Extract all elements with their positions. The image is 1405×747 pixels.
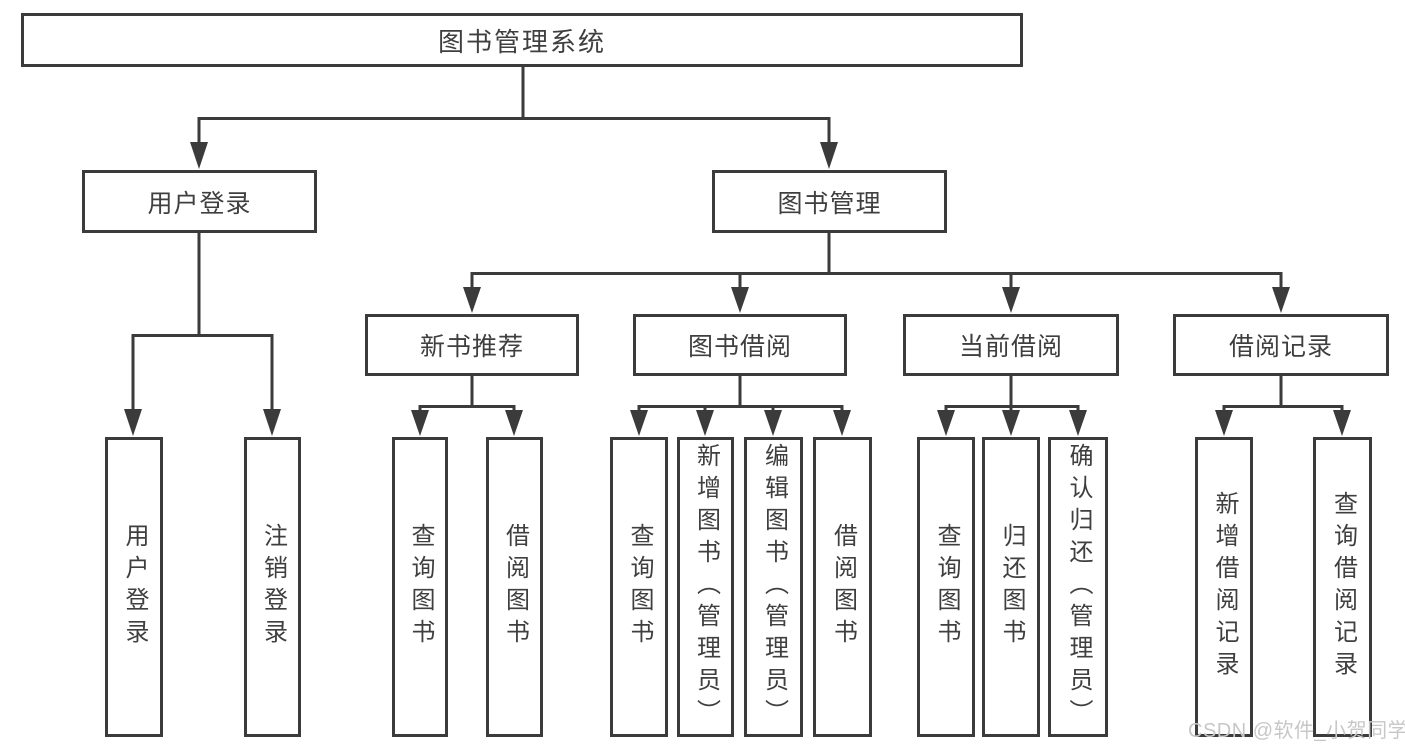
- node-book-management: 图书管理: [712, 170, 947, 233]
- leaf-borrow-books-borrowing: 借阅图书: [813, 437, 872, 737]
- leaf-add-borrow-record: 新增借阅记录: [1195, 437, 1253, 737]
- leaf-query-books-recommend: 查询图书: [392, 437, 448, 737]
- leaf-edit-book-admin: 编辑图书（管理员）: [744, 437, 803, 737]
- connector-new-book-recommend-children: [411, 375, 523, 436]
- leaf-logout: 注销登录: [244, 437, 301, 737]
- connector-root-to-level2: [190, 66, 838, 169]
- leaf-add-book-admin: 新增图书（管理员）: [677, 437, 734, 737]
- node-root: 图书管理系统: [21, 13, 1023, 67]
- leaf-borrow-books-recommend: 借阅图书: [486, 437, 543, 737]
- leaf-query-books-borrowing: 查询图书: [610, 437, 668, 737]
- leaf-query-borrow-record: 查询借阅记录: [1313, 437, 1372, 737]
- connector-borrowing-records-children: [1215, 375, 1351, 436]
- node-borrowing-records: 借阅记录: [1173, 314, 1389, 376]
- leaf-query-books-current: 查询图书: [917, 437, 975, 737]
- node-user-login: 用户登录: [82, 170, 317, 233]
- node-book-borrowing: 图书借阅: [633, 314, 847, 376]
- leaf-user-login: 用户登录: [105, 437, 163, 737]
- connector-current-borrowing-children: [937, 375, 1087, 436]
- connector-user-login-children: [124, 232, 281, 436]
- connector-book-borrowing-children: [630, 375, 851, 436]
- node-new-book-recommend: 新书推荐: [365, 314, 579, 376]
- leaf-return-book: 归还图书: [982, 437, 1040, 737]
- node-current-borrowing: 当前借阅: [903, 314, 1119, 376]
- leaf-confirm-return-admin: 确认归还（管理员）: [1048, 437, 1108, 737]
- connector-book-management-children: [463, 232, 1290, 313]
- csdn-watermark: CSDN @软件_小贺同学: [1188, 720, 1405, 742]
